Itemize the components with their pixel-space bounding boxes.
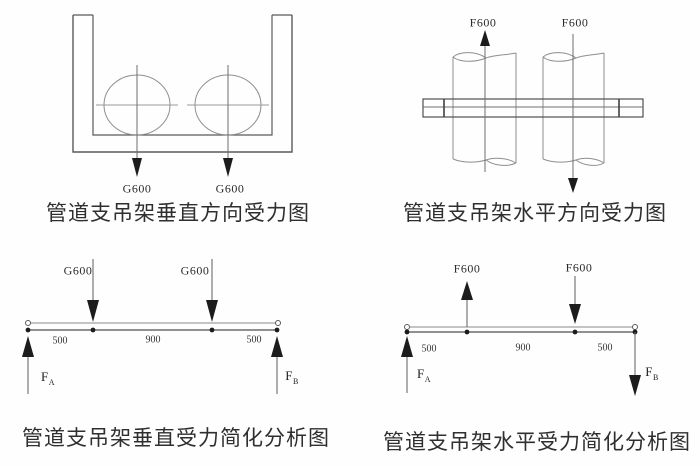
- node-dot: [572, 329, 578, 335]
- force-label: F600: [469, 15, 497, 30]
- horizontal-view-diagram: [422, 30, 644, 193]
- reaction-symbol: F: [416, 366, 425, 382]
- channel-outer-outline: [72, 15, 293, 153]
- node-dot: [464, 329, 470, 335]
- node-dot: [404, 329, 410, 335]
- node-dot: [25, 327, 31, 333]
- load-label: G600: [122, 181, 152, 196]
- up-arrow-icon: [480, 30, 490, 46]
- load-label: G600: [63, 263, 93, 278]
- reaction-symbol: F: [645, 364, 653, 380]
- figure-caption: 管道支吊架垂直受力简化分析图: [22, 426, 330, 450]
- down-arrow-icon: [206, 300, 218, 322]
- channel-inner-outline: [92, 15, 273, 136]
- down-arrow-icon: [568, 178, 578, 193]
- node-dot: [274, 327, 280, 333]
- up-arrow-icon: [461, 281, 473, 300]
- up-arrow-icon: [22, 336, 34, 357]
- figure-caption: 管道支吊架水平方向受力图: [403, 201, 667, 225]
- down-arrow-icon: [223, 158, 233, 177]
- node-dot: [209, 327, 215, 333]
- pipe2-top-break-lens: [542, 52, 577, 59]
- force-label: F600: [453, 261, 481, 276]
- hinge-circle-left: [404, 324, 410, 330]
- dimension-label: 900: [145, 334, 161, 346]
- dimension-label: 900: [515, 342, 531, 354]
- down-arrow-icon: [87, 300, 99, 322]
- dimension-label: 500: [246, 334, 262, 346]
- up-arrow-icon: [401, 336, 413, 357]
- hinge-circle-left: [25, 320, 31, 326]
- figure-caption: 管道支吊架垂直方向受力图: [46, 201, 310, 225]
- figure-caption: 管道支吊架水平受力简化分析图: [383, 430, 691, 454]
- hinge-circle-right: [275, 320, 281, 326]
- down-arrow-icon: [629, 375, 641, 396]
- horizontal-analysis-diagram: [401, 276, 641, 396]
- reaction-subscript: B: [292, 376, 299, 386]
- hinge-circle-right: [632, 324, 638, 330]
- dimension-label: 500: [52, 335, 68, 347]
- reaction-label-left: FA: [41, 369, 55, 387]
- reaction-subscript: A: [424, 374, 432, 384]
- force-label: F600: [561, 15, 589, 30]
- load-label: G600: [215, 181, 245, 196]
- down-arrow-icon: [569, 304, 581, 324]
- support-beam-outline: [422, 98, 644, 118]
- dimension-label: 500: [597, 342, 613, 354]
- force-label: F600: [565, 260, 593, 275]
- reaction-symbol: F: [40, 369, 49, 385]
- vertical-analysis-diagram: [22, 259, 283, 394]
- up-arrow-icon: [271, 336, 283, 357]
- pipe1-bottom-break-line: [452, 157, 517, 166]
- down-arrow-icon: [132, 158, 142, 177]
- pipe1-top-break-lens: [452, 52, 487, 59]
- reaction-label-right: FB: [285, 368, 299, 386]
- dimension-label: 500: [421, 343, 437, 355]
- reaction-label-left: FA: [417, 366, 431, 384]
- reaction-label-right: FB: [645, 364, 659, 382]
- reaction-subscript: A: [48, 377, 56, 387]
- node-dot: [90, 327, 96, 333]
- reaction-subscript: B: [652, 372, 659, 382]
- load-label: G600: [180, 263, 210, 278]
- reaction-symbol: F: [285, 368, 293, 384]
- pipe2-bottom-break-line: [542, 157, 605, 166]
- vertical-view-diagram: [72, 14, 293, 177]
